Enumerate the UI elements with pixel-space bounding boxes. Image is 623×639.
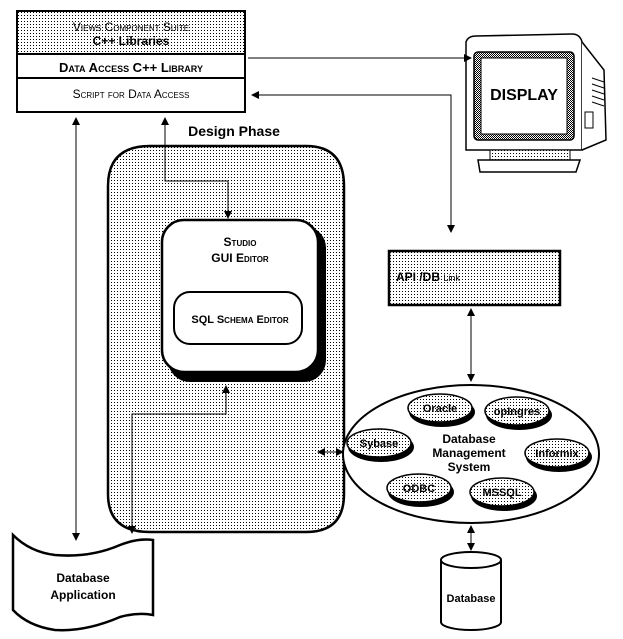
db-informix-label: Informix: [535, 448, 579, 460]
arrow-studio-app: [128, 385, 230, 534]
views-suite-label: Views Component Suite: [73, 20, 189, 34]
script-box: [16, 77, 246, 113]
cpp-libraries-label: C++ Libraries: [93, 34, 170, 48]
display-monitor: DISPLAY: [465, 33, 607, 173]
db-sybase[interactable]: Sybase: [346, 428, 414, 462]
studio-gui-editor[interactable]: Studio GUI Editor SQL Schema Editor: [160, 218, 326, 382]
api-db-label-main: API /DB: [396, 270, 443, 284]
sql-schema-editor-label: SQL Schema Editor: [191, 314, 288, 326]
database-label: Database: [447, 593, 496, 605]
db-sybase-label: Sybase: [360, 438, 399, 450]
dbms-label-3: System: [448, 460, 491, 474]
data-access-label: Data Access C++ Library: [59, 60, 203, 75]
views-suite-box: [16, 10, 246, 55]
db-oracle[interactable]: Oracle: [407, 393, 475, 427]
db-odbc-label: ODBC: [403, 483, 435, 495]
arrow-api-to-script: [251, 91, 455, 233]
gui-editor-label: GUI Editor: [211, 251, 269, 265]
dbms-label-1: Database: [442, 432, 496, 446]
api-db-link-label: API /DB Link: [396, 270, 460, 284]
screen: [480, 57, 568, 135]
monitor-base: [477, 159, 582, 173]
db-app-label-2: Application: [50, 588, 115, 602]
sql-schema-editor-box[interactable]: [173, 291, 303, 345]
design-phase-title: Design Phase: [188, 123, 280, 139]
db-odbc[interactable]: ODBC: [386, 473, 454, 507]
monitor-neck: [489, 149, 571, 161]
db-mssql[interactable]: MSSQL: [469, 477, 537, 511]
db-informix[interactable]: Informix: [524, 438, 592, 472]
api-db-label-small: Link: [443, 273, 460, 283]
monitor-buttons: [584, 111, 594, 129]
api-db-link-box: [387, 249, 562, 307]
arrow-script-studio: [161, 117, 232, 219]
database-cylinder[interactable]: Database: [440, 551, 502, 631]
database-application[interactable]: Database Application: [11, 531, 155, 632]
display-label: DISPLAY: [490, 87, 558, 104]
db-opingres-label: opIngres: [494, 406, 540, 418]
monitor-side: [581, 41, 607, 151]
db-oracle-label: Oracle: [423, 403, 457, 415]
dbms: Database Management System Oracle opIngr…: [342, 384, 600, 524]
db-mssql-label: MSSQL: [482, 487, 521, 499]
db-app-label-1: Database: [56, 571, 110, 585]
db-opingres[interactable]: opIngres: [484, 396, 552, 430]
studio-label: Studio: [224, 235, 257, 249]
api-db-link[interactable]: API /DB Link: [387, 249, 562, 307]
script-label: Script for Data Access: [73, 87, 190, 101]
library-stack: Views Component Suite C++ Libraries Data…: [16, 10, 246, 113]
dbms-label-2: Management: [432, 446, 505, 460]
